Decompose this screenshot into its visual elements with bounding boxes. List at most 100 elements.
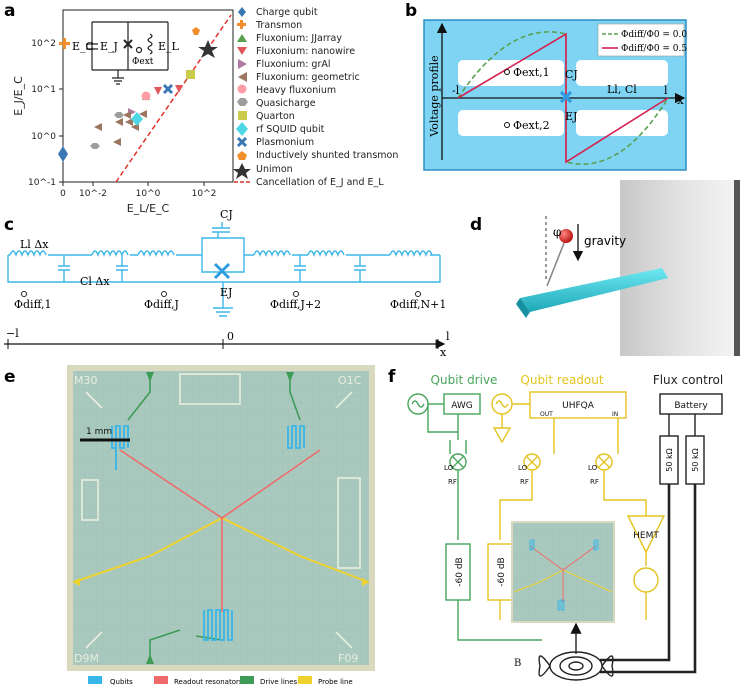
- marker-quasicharge-2: [114, 112, 124, 118]
- panel-a-legend: Charge qubit Transmon Fluxonium: JJarray…: [233, 7, 398, 188]
- svg-text:Heavy fluxonium: Heavy fluxonium: [256, 85, 336, 96]
- f-hemt: HEMT: [633, 531, 659, 541]
- legend-item-rfsquid: rf SQUID qubit: [236, 122, 325, 136]
- f-uhfqa: UHFQA: [562, 401, 595, 411]
- marker-transmon: [59, 38, 70, 49]
- b-island-top-left: [458, 60, 564, 86]
- d-phi: φ: [553, 225, 561, 239]
- xtick-2: 10^0: [136, 189, 161, 199]
- c-phij: Φdiff,J: [144, 298, 179, 311]
- legend-item-cancellation: Cancellation of E_J and E_L: [234, 177, 384, 188]
- legend-item-heavy: Heavy fluxonium: [237, 84, 336, 96]
- c-phin: Φdiff,N+1: [390, 298, 446, 311]
- f-in: IN: [612, 411, 618, 418]
- panel-c-circuit: [7, 222, 441, 317]
- b-phi1: Φext,1: [513, 66, 550, 79]
- c-plus-l: l: [446, 330, 450, 343]
- f-flux-chain: [538, 393, 723, 681]
- b-minus-l: -l: [452, 84, 460, 97]
- e-corner-tl: M30: [74, 374, 98, 387]
- panel-e-chip: 1 mm M30 O1C D9M F09: [67, 365, 375, 671]
- e-scale-label: 1 mm: [86, 427, 112, 437]
- xtick-3: 10^2: [192, 189, 217, 199]
- f-att-readout: -60 dB: [497, 557, 507, 586]
- inset-phi: Φext: [132, 57, 154, 67]
- svg-text:Unimon: Unimon: [256, 164, 293, 175]
- legend-item-jj: Fluxonium: JJarray: [237, 33, 342, 44]
- b-phi2: Φext,2: [513, 119, 550, 132]
- panel-f-letter: f: [388, 367, 396, 387]
- marker-unimon: [198, 40, 218, 58]
- cancellation-line: [115, 14, 232, 183]
- c-minus-l: −l: [6, 327, 19, 340]
- ytick-1: 10^0: [31, 132, 56, 142]
- f-awg: AWG: [451, 401, 473, 411]
- f-rf-2: RF: [520, 478, 529, 486]
- svg-text:Quarton: Quarton: [256, 111, 295, 122]
- inset-circuit: [86, 21, 169, 85]
- marker-quasicharge-1: [90, 143, 100, 149]
- b-legend-0: Φdiff/Φ0 = 0.0: [621, 30, 687, 40]
- b-x: x: [677, 93, 684, 107]
- panel-b-letter: b: [405, 1, 417, 21]
- inset-ec: E_C: [72, 40, 94, 53]
- marker-fluxonium-nw: [154, 87, 162, 95]
- f-field: B: [514, 658, 521, 669]
- e-pads: [81, 373, 361, 649]
- c-x: x: [440, 346, 447, 359]
- panel-e-legend: Qubits Readout resonators Drive lines Pr…: [88, 676, 353, 686]
- f-rf-3: RF: [590, 478, 599, 486]
- svg-text:Cancellation of E_J and E_L: Cancellation of E_J and E_L: [256, 177, 384, 188]
- svg-text:Fluxonium: nanowire: Fluxonium: nanowire: [256, 46, 355, 57]
- d-beam: [520, 268, 668, 312]
- d-gravity: gravity: [584, 234, 626, 248]
- y-axis-label: E_J/E_C: [12, 76, 25, 116]
- f-lo-3: LO: [588, 464, 598, 472]
- c-phij2: Φdiff,J+2: [270, 298, 321, 311]
- panel-b-diagram: Voltage profile Φext,1 Φext,2 CJ EJ Ll, …: [423, 19, 687, 171]
- f-att-drive: -60 dB: [455, 557, 465, 586]
- legend-item-ist: Inductively shunted transmon: [237, 150, 398, 161]
- f-header-drive: Qubit drive: [431, 373, 498, 387]
- legend-item-geom: Fluxonium: geometric: [238, 72, 360, 83]
- f-r1: 50 kΩ: [665, 448, 674, 471]
- legend-item-charge: Charge qubit: [238, 7, 318, 18]
- f-header-readout: Qubit readout: [520, 373, 603, 387]
- b-ylabel: Voltage profile: [428, 55, 441, 137]
- xtick-1: 10^-2: [79, 189, 107, 199]
- marker-quarton: [186, 70, 195, 79]
- inset-el: E_L: [158, 40, 180, 53]
- marker-heavy-fluxonium: [141, 91, 151, 101]
- e-corner-tr: O1C: [338, 374, 362, 387]
- panel-a-chart: 0 10^-2 10^0 10^2 10^-1 10^0 10^1 10^2 E…: [12, 9, 234, 215]
- legend-item-nanowire: Fluxonium: nanowire: [237, 46, 355, 57]
- marker-plasmonium: [162, 83, 174, 95]
- b-island-bottom-left: [458, 110, 564, 136]
- b-cj: CJ: [565, 68, 578, 81]
- f-lo-2: LO: [518, 464, 528, 472]
- legend-item-unimon: Unimon: [233, 163, 293, 179]
- ytick-2: 10^1: [31, 85, 56, 95]
- c-cdx: Cl Δx: [80, 275, 110, 288]
- svg-text:Fluxonium: geometric: Fluxonium: geometric: [256, 72, 360, 83]
- svg-text:Charge qubit: Charge qubit: [256, 7, 318, 18]
- marker-rf-squid: [131, 112, 143, 126]
- b-island-bottom-right: [576, 110, 668, 136]
- f-rf-1: RF: [448, 478, 457, 486]
- ytick-0: 10^-1: [28, 178, 56, 188]
- b-legend-05: Φdiff/Φ0 = 0.5: [621, 44, 687, 54]
- e-legend-drive: Drive lines: [260, 678, 298, 686]
- xtick-0: 0: [60, 189, 66, 199]
- e-corner-br: F09: [338, 652, 358, 665]
- svg-text:rf SQUID qubit: rf SQUID qubit: [256, 124, 325, 135]
- svg-text:Fluxonium: grAl: Fluxonium: grAl: [256, 59, 331, 70]
- b-llcl: Ll, Cl: [607, 83, 637, 96]
- inset-ej: E_J: [100, 40, 118, 53]
- e-drive-lines: [127, 372, 301, 662]
- b-plus-l: l: [664, 84, 668, 97]
- b-junction-icon: [559, 90, 573, 104]
- d-ball: [559, 229, 573, 243]
- legend-item-quarton: Quarton: [238, 111, 295, 122]
- b-ej: EJ: [565, 110, 577, 123]
- c-ej: EJ: [220, 286, 232, 299]
